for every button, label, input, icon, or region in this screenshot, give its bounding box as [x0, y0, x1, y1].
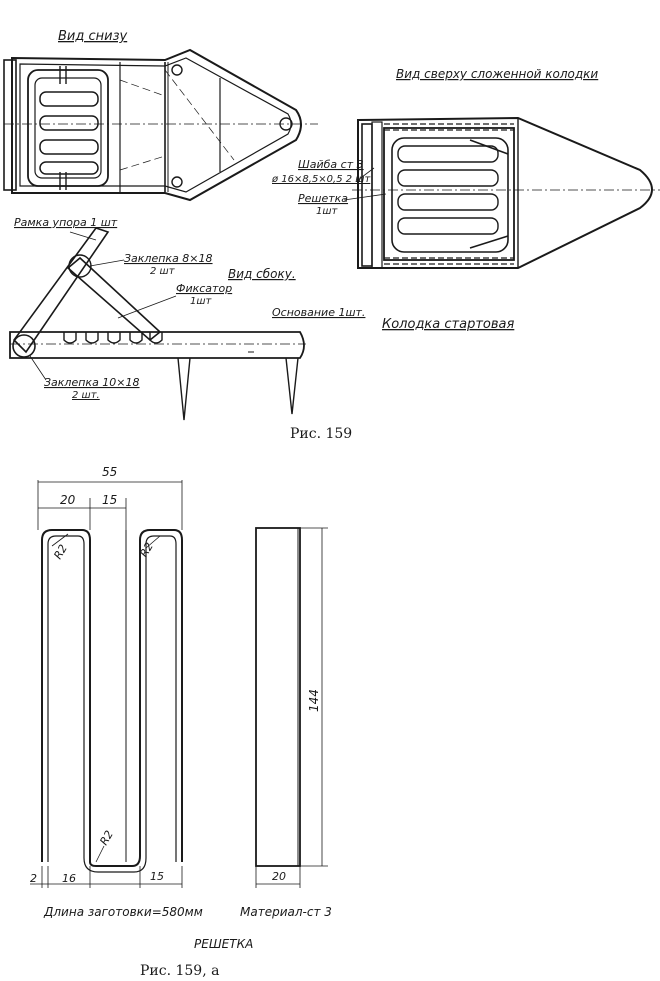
rivet-head-icon	[171, 64, 183, 76]
dim-144-label: 144	[307, 689, 321, 712]
dim-20-bottom-label: 20	[272, 870, 286, 883]
bottom-view-label: Вид снизу	[58, 29, 127, 44]
side-view: Рамка упора 1 шт Заклепка 8×18 2 шт Вид …	[9, 216, 514, 421]
dim-20-top: 20	[60, 493, 76, 507]
top-view-folded: Вид сверху сложенной колодки Шайба ст 3 …	[271, 67, 660, 269]
dim-15-bottom-label: 15	[150, 870, 164, 883]
dim-16-label: 16	[62, 872, 76, 885]
r-mid-bottom-label: R2	[97, 828, 116, 847]
part-title: РЕШЕТКА	[194, 937, 253, 951]
base-label: Основание 1шт.	[272, 306, 365, 319]
bottom-view: Вид снизу	[3, 29, 318, 202]
latch-label: Фиксатор	[176, 282, 232, 295]
dim-total-label: 55	[102, 465, 117, 479]
grid-part-drawing: 55 20 15 R2 R2 R2 2 16 15 144	[30, 465, 332, 951]
r-left-label: R2	[51, 542, 70, 561]
r-mid-top-label: R2	[137, 540, 156, 559]
rivet2-qty: 2 шт.	[72, 390, 100, 401]
blank-length-note: Длина заготовки=580мм	[43, 905, 203, 919]
material-note: Материал-ст 3	[240, 905, 332, 919]
top-view-label: Вид сверху сложенной колодки	[396, 67, 598, 81]
block-title: Колодка стартовая	[382, 317, 514, 332]
rivet-head-icon	[171, 176, 183, 188]
rivet1-qty: 2 шт	[150, 266, 176, 277]
figure-caption-159a: Рис. 159, а	[140, 963, 219, 979]
rivet2-label: Заклепка 10×18	[44, 376, 140, 389]
base-rivet-icon	[12, 334, 36, 358]
rivet-head-icon	[279, 117, 293, 131]
grid-qty: 1шт	[316, 206, 339, 217]
washer-spec: ø 16×8,5×0,5 2 шт	[271, 174, 371, 185]
grid-label: Решетка	[298, 192, 348, 205]
frame-label: Рамка упора 1 шт	[14, 216, 118, 229]
dim-2-label: 2	[30, 872, 37, 885]
latch-qty: 1шт	[190, 296, 213, 307]
side-view-label: Вид сбоку.	[228, 267, 296, 281]
figure-caption-159: Рис. 159	[290, 426, 352, 442]
rivet1-label: Заклепка 8×18	[124, 252, 213, 265]
dim-15-top: 15	[102, 493, 117, 507]
pivot-rivet-icon	[68, 254, 92, 278]
washer-label: Шайба ст 3	[298, 158, 364, 171]
